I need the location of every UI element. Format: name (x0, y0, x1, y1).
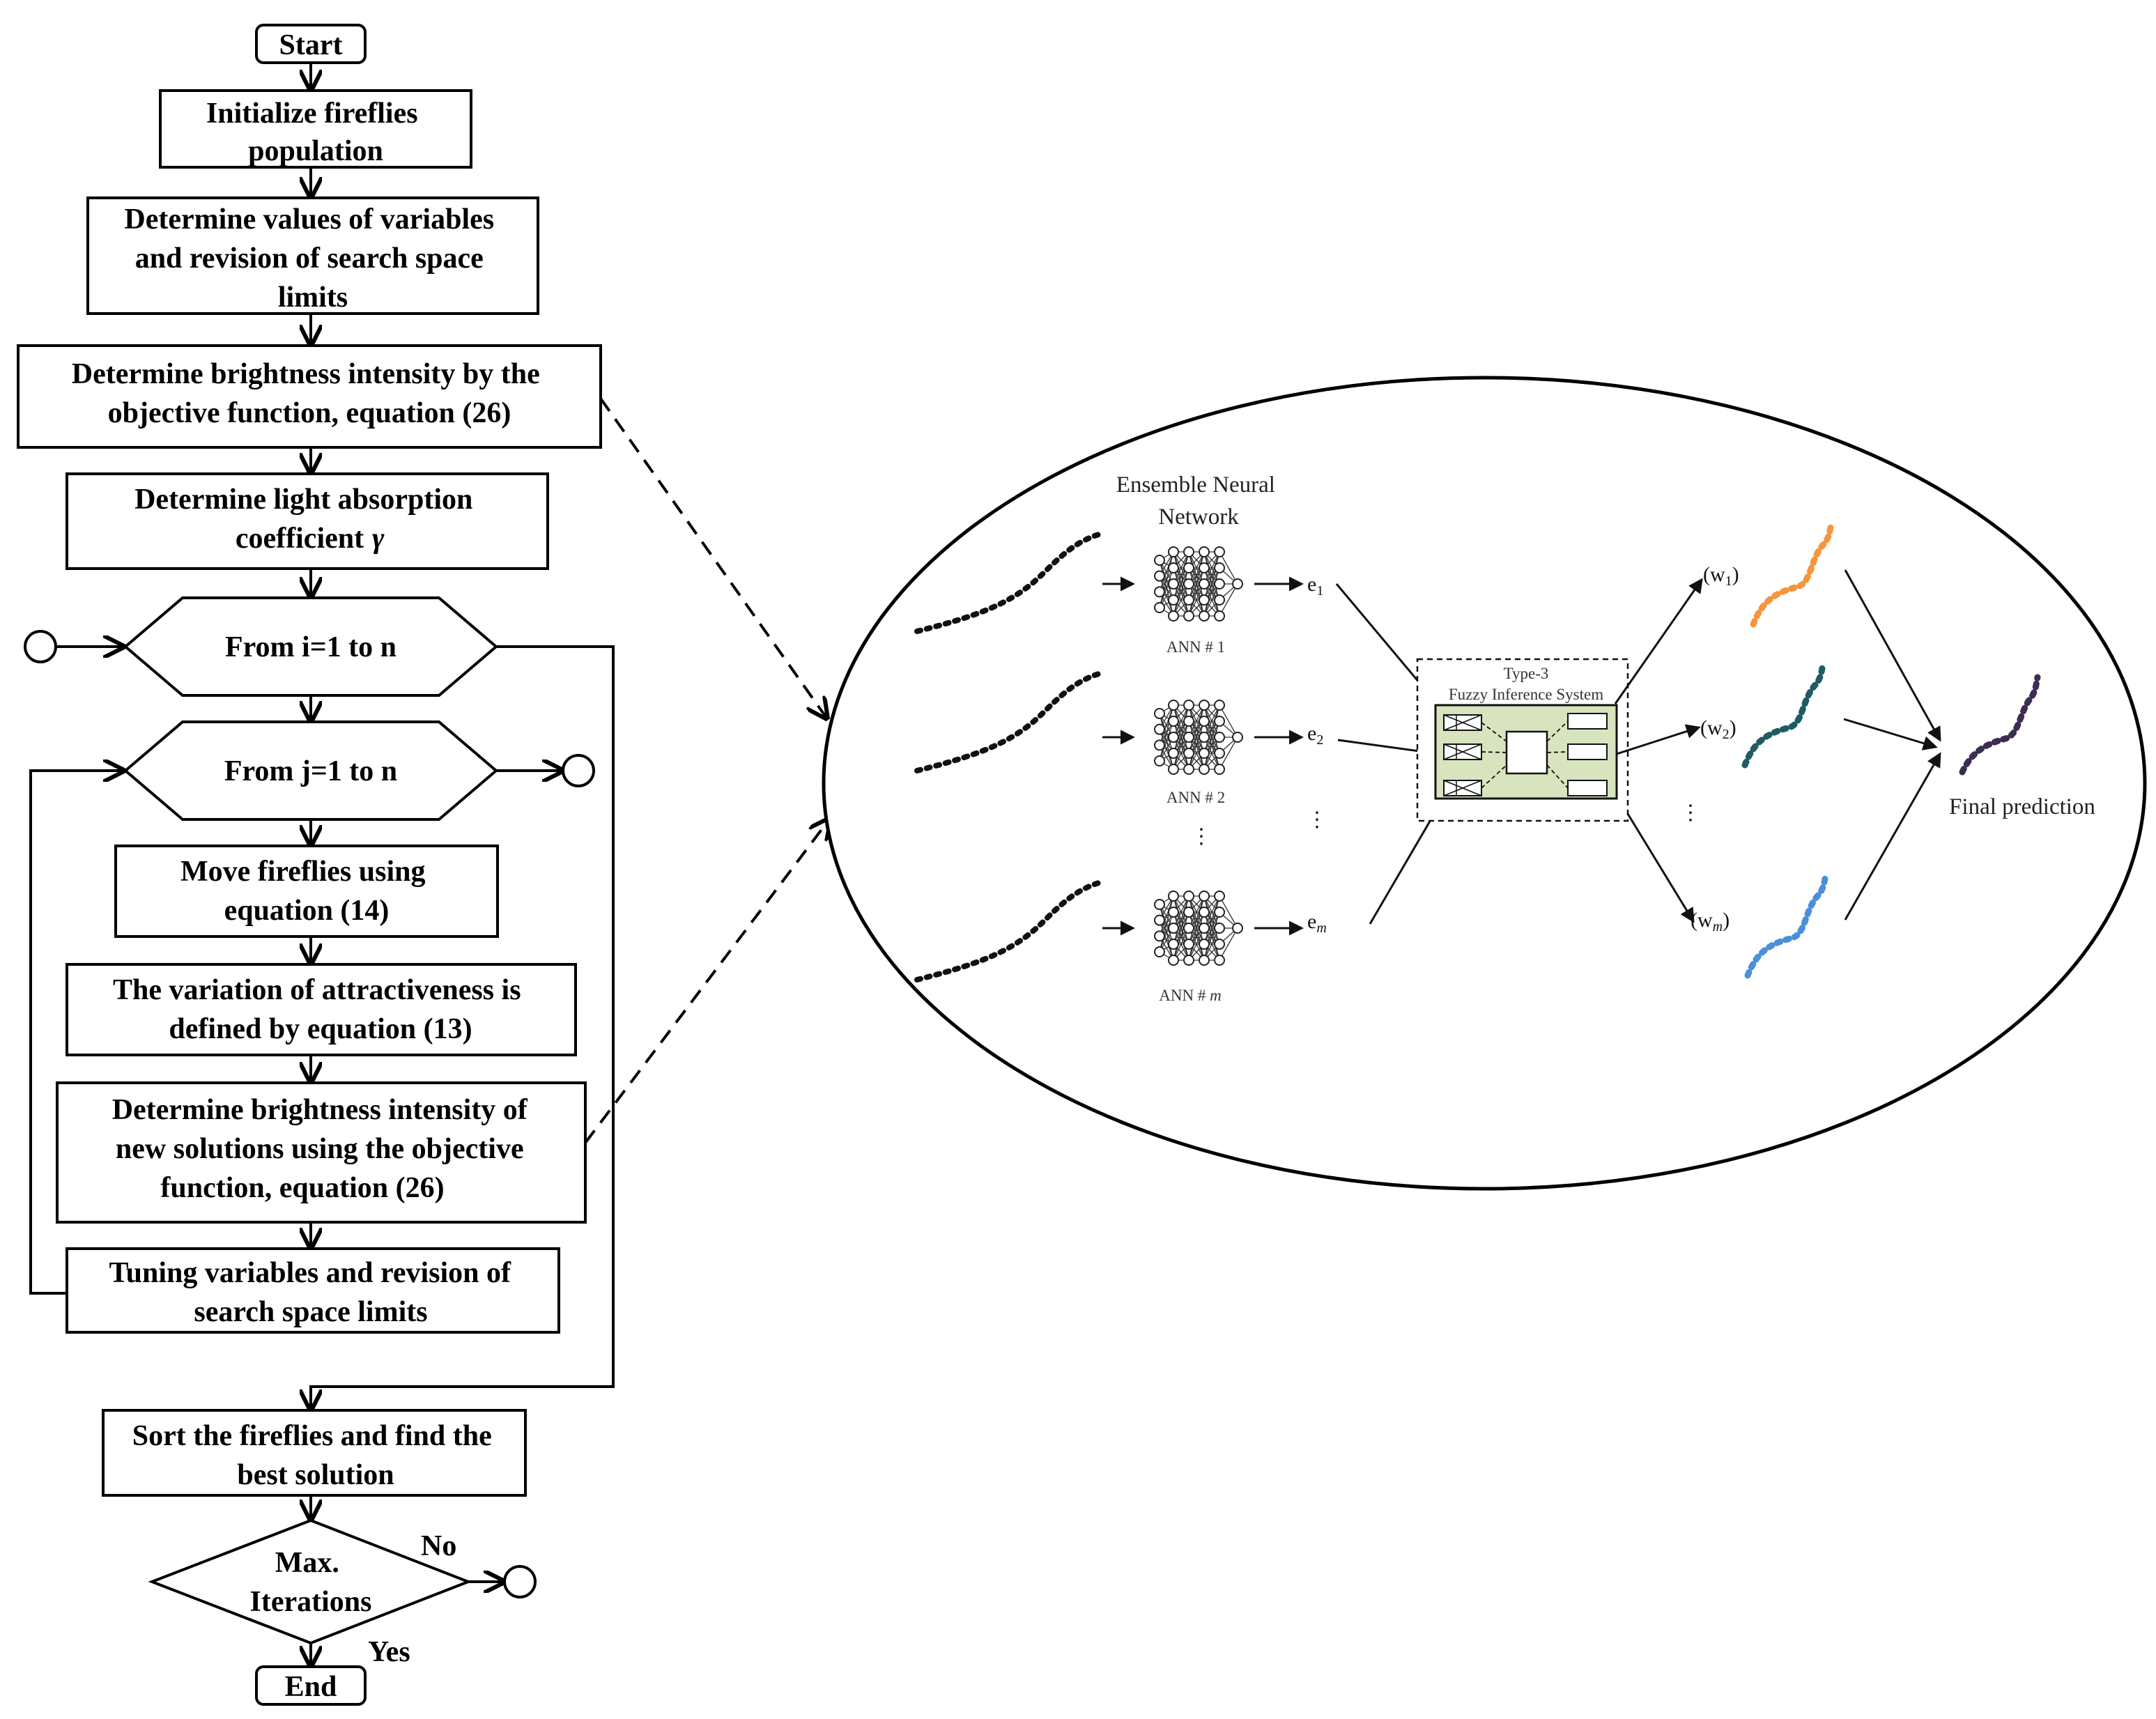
sort-box (102, 1409, 527, 1497)
arrow-fis-wm (1626, 813, 1695, 923)
loop-i-exit-line (311, 645, 615, 1409)
final-prediction-label: Final prediction (1949, 794, 2095, 819)
ann-label-2: ANN # 2 (1166, 789, 1225, 806)
flowchart: Start Initialize fireflies population De… (17, 24, 829, 1706)
weighted-curve-1 (1750, 521, 1835, 628)
fis-name-label: Fuzzy Inference System (1449, 686, 1603, 703)
w-dots: ⋮ (1680, 801, 1701, 824)
wm-label: (wm) (1691, 909, 1730, 934)
arrow-w1-final (1844, 569, 1941, 742)
e1-label: e1 (1307, 573, 1323, 599)
arrow-wm-final (1844, 752, 1941, 920)
ann-dots: ⋮ (1191, 825, 1212, 848)
e2-label: e2 (1307, 722, 1323, 748)
ann-label-3: ANN # m (1159, 987, 1221, 1004)
dashed-pointer-new-brightness (584, 819, 829, 1144)
final-prediction-curve (1959, 674, 2041, 776)
determine-vars-label: Determine values of variables and revisi… (124, 203, 501, 314)
ann-label-1: ANN # 1 (1166, 638, 1225, 656)
ann-networks (1154, 546, 1243, 966)
init-box (159, 89, 472, 169)
yes-label: Yes (368, 1636, 410, 1668)
ann-network-3 (1154, 891, 1243, 966)
input-curve-3 (914, 879, 1104, 982)
end-terminal (255, 1665, 367, 1706)
dashed-pointer-brightness (599, 397, 826, 718)
arrow-fis-w2 (1616, 724, 1701, 755)
attract-box (66, 963, 577, 1056)
sort-label: Sort the fireflies and find the best sol… (132, 1420, 500, 1491)
fuzzy-inference-system: Type-3 Fuzzy Inference System (1416, 658, 1629, 822)
no-label: No (421, 1530, 456, 1562)
absorption-label: Determine light absorption coefficient (134, 484, 480, 555)
arrow-w2-final (1843, 718, 1938, 750)
new-brightness-label: Determine brightness intensity of new so… (112, 1094, 535, 1204)
init-label: Initialize fireflies population (206, 98, 425, 167)
tuning-box (66, 1247, 560, 1334)
fis-type-label: Type-3 (1504, 665, 1549, 682)
brightness-box (17, 344, 602, 449)
connector-circle-left (24, 630, 57, 663)
brightness-label: Determine brightness intensity by the ob… (72, 358, 547, 429)
loop-j-return-line (29, 771, 123, 1295)
start-label: Start (279, 29, 343, 61)
connector-circle-no (503, 1565, 537, 1598)
fis-inference-block (1505, 730, 1548, 775)
w1-label: (w1) (1703, 563, 1739, 589)
move-label: Move fireflies using equation (14) (180, 856, 433, 927)
loop-i-label: From i=1 to n (225, 631, 396, 663)
arrow-fis-w1 (1614, 578, 1703, 704)
connector-circle-right-j (562, 754, 595, 787)
em-label: em (1307, 910, 1327, 936)
absorption-box (66, 472, 549, 570)
end-label: End (285, 1671, 337, 1703)
gamma-symbol: γ (372, 523, 385, 555)
ensemble-panel: Ensemble Neural Network ANN # 1 ANN # 2 … (822, 376, 2147, 1191)
move-box (114, 845, 499, 938)
fis-fuzzifier-blocks (1443, 714, 1482, 796)
e-dots: ⋮ (1307, 808, 1327, 831)
weighted-curve-m (1744, 872, 1829, 979)
input-curve-1 (914, 531, 1104, 634)
ann-network-2 (1154, 700, 1243, 775)
input-curve-2 (914, 670, 1104, 773)
fis-output-blocks (1567, 713, 1608, 796)
max-iterations-label: Max. Iterations (250, 1547, 372, 1618)
ensemble-title: Ensemble Neural Network (1116, 472, 1281, 530)
new-brightness-box (56, 1081, 587, 1224)
determine-vars-box (86, 196, 539, 315)
ann-network-1 (1154, 546, 1243, 622)
attract-label: The variation of attractiveness is defin… (113, 974, 528, 1045)
loop-j-label: From j=1 to n (224, 755, 397, 787)
w2-label: (w2) (1700, 716, 1737, 742)
weighted-curve-2 (1741, 661, 1826, 769)
fis-dashed-links (1481, 720, 1569, 789)
tuning-label: Tuning variables and revision of search … (109, 1257, 518, 1328)
